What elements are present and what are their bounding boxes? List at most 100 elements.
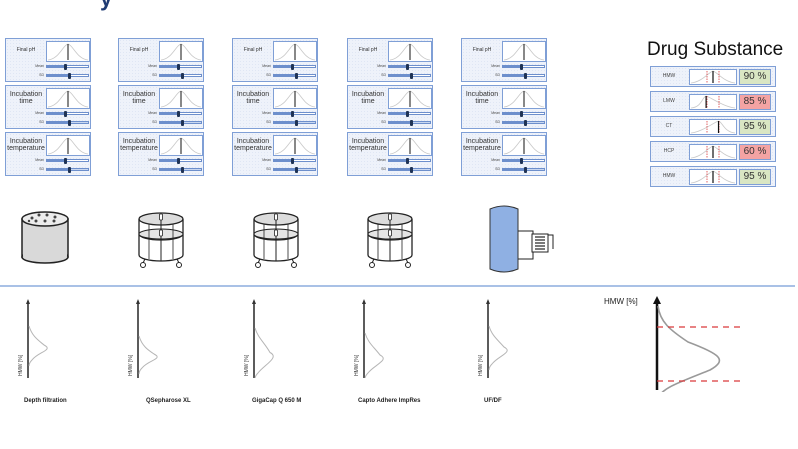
- sd-slider-thumb[interactable]: [295, 72, 299, 79]
- mean-slider-row: Mean: [235, 63, 316, 70]
- parameter-label: Incubation time: [236, 90, 270, 105]
- mean-slider-thumb[interactable]: [176, 110, 180, 117]
- sd-label: SD: [266, 73, 271, 77]
- sd-slider[interactable]: [273, 119, 316, 126]
- unit-axis-label: HMW [%]: [128, 354, 134, 376]
- mean-slider-thumb[interactable]: [290, 110, 294, 117]
- parameter-panel: Final pH Mean SD: [461, 38, 547, 82]
- sd-slider-thumb[interactable]: [410, 166, 414, 173]
- mean-slider-thumb[interactable]: [405, 63, 409, 70]
- mean-slider[interactable]: [46, 110, 89, 117]
- mean-slider[interactable]: [273, 63, 316, 70]
- sd-slider-row: SD: [8, 72, 89, 79]
- sd-slider[interactable]: [502, 72, 545, 79]
- mean-slider-thumb[interactable]: [405, 110, 409, 117]
- sd-slider[interactable]: [388, 72, 431, 79]
- chromatography-column-icon: [364, 210, 416, 270]
- parameter-panel: Incubation time Mean SD: [232, 85, 318, 129]
- sd-slider[interactable]: [502, 119, 545, 126]
- sd-slider-thumb[interactable]: [295, 119, 299, 126]
- sd-label: SD: [381, 120, 386, 124]
- mean-slider[interactable]: [388, 63, 431, 70]
- parameter-label: Incubation time: [122, 90, 156, 105]
- parameter-column: Final pH Mean SD: [5, 38, 91, 179]
- mean-slider-thumb[interactable]: [290, 157, 294, 164]
- mean-slider-thumb[interactable]: [405, 157, 409, 164]
- mean-slider-thumb[interactable]: [519, 63, 523, 70]
- mean-slider[interactable]: [159, 110, 202, 117]
- mean-slider[interactable]: [388, 157, 431, 164]
- sd-slider-thumb[interactable]: [524, 72, 528, 79]
- mean-slider-thumb[interactable]: [63, 110, 67, 117]
- mean-slider[interactable]: [502, 63, 545, 70]
- sd-slider-thumb[interactable]: [181, 166, 185, 173]
- mean-slider-row: Mean: [350, 63, 431, 70]
- mean-slider-thumb[interactable]: [63, 63, 67, 70]
- sd-slider[interactable]: [46, 119, 89, 126]
- sd-slider-row: SD: [464, 166, 545, 173]
- parameter-label: Incubation time: [351, 90, 385, 105]
- mean-slider[interactable]: [502, 110, 545, 117]
- sd-slider[interactable]: [46, 72, 89, 79]
- unit-operation-plot: HMW [%]: [18, 298, 82, 378]
- sd-slider-thumb[interactable]: [181, 119, 185, 126]
- sd-slider[interactable]: [388, 119, 431, 126]
- mean-slider[interactable]: [46, 63, 89, 70]
- final-distribution-curve: [657, 305, 721, 399]
- mean-slider[interactable]: [273, 157, 316, 164]
- sd-slider-thumb[interactable]: [68, 119, 72, 126]
- attribute-percentage: 60 %: [739, 144, 771, 160]
- mean-slider-thumb[interactable]: [519, 110, 523, 117]
- quality-attribute-row: HMW 90 %: [650, 66, 776, 87]
- parameter-distribution: [388, 41, 432, 62]
- final-axis-arrow: [653, 296, 661, 304]
- sd-slider[interactable]: [502, 166, 545, 173]
- mean-slider[interactable]: [159, 63, 202, 70]
- sd-slider[interactable]: [159, 72, 202, 79]
- sd-slider-thumb[interactable]: [295, 166, 299, 173]
- mean-label: Mean: [262, 158, 271, 162]
- mean-slider-row: Mean: [121, 157, 202, 164]
- mean-slider[interactable]: [159, 157, 202, 164]
- sd-slider-thumb[interactable]: [524, 119, 528, 126]
- unit-operation-plot: HMW [%]: [354, 298, 418, 378]
- mean-slider[interactable]: [388, 110, 431, 117]
- mean-slider-thumb[interactable]: [63, 157, 67, 164]
- parameter-label: Incubation time: [465, 90, 499, 105]
- mean-label: Mean: [377, 158, 386, 162]
- sd-slider-thumb[interactable]: [68, 166, 72, 173]
- sd-slider[interactable]: [159, 166, 202, 173]
- quality-attribute-row: HCP 60 %: [650, 141, 776, 162]
- parameter-panel: Incubation time Mean SD: [5, 85, 91, 129]
- mean-slider-thumb[interactable]: [176, 157, 180, 164]
- parameter-panel: Incubation time Mean SD: [118, 85, 204, 129]
- parameter-column: Final pH Mean SD: [232, 38, 318, 179]
- final-distribution-plot: [600, 292, 770, 399]
- mean-slider[interactable]: [273, 110, 316, 117]
- sd-slider-thumb[interactable]: [181, 72, 185, 79]
- mean-label: Mean: [148, 111, 157, 115]
- mean-slider-thumb[interactable]: [519, 157, 523, 164]
- attribute-label: HMW: [662, 73, 676, 79]
- sd-slider-row: SD: [235, 72, 316, 79]
- parameter-column: Final pH Mean SD: [118, 38, 204, 179]
- chromatography-column-icon: [250, 210, 302, 270]
- sd-slider[interactable]: [273, 72, 316, 79]
- mean-slider[interactable]: [46, 157, 89, 164]
- sd-slider[interactable]: [46, 166, 89, 173]
- mean-slider[interactable]: [502, 157, 545, 164]
- sd-label: SD: [39, 167, 44, 171]
- mean-slider-thumb[interactable]: [176, 63, 180, 70]
- sd-slider-thumb[interactable]: [524, 166, 528, 173]
- mean-slider-row: Mean: [235, 110, 316, 117]
- sd-slider-thumb[interactable]: [410, 119, 414, 126]
- parameter-distribution: [273, 135, 317, 156]
- axis-arrow: [26, 299, 30, 304]
- sd-slider-thumb[interactable]: [410, 72, 414, 79]
- mean-slider-thumb[interactable]: [290, 63, 294, 70]
- sd-label: SD: [495, 120, 500, 124]
- sd-slider[interactable]: [273, 166, 316, 173]
- sd-slider[interactable]: [388, 166, 431, 173]
- sd-slider[interactable]: [159, 119, 202, 126]
- sd-slider-thumb[interactable]: [68, 72, 72, 79]
